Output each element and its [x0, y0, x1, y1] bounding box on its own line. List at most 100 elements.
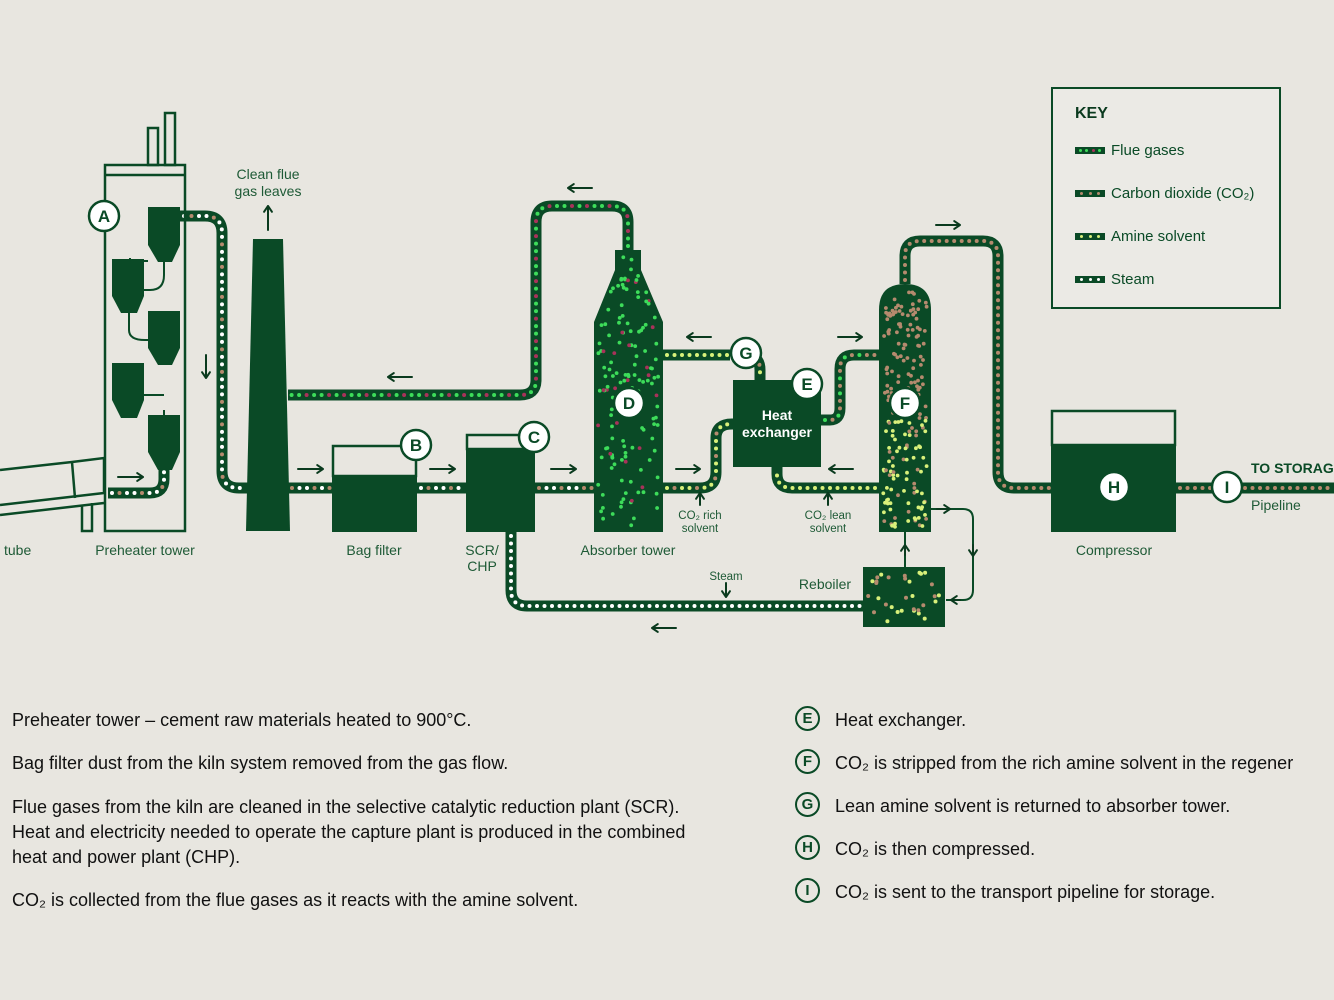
arrow-up-icon	[823, 492, 833, 506]
vessel-particle	[885, 486, 889, 490]
vessel-particle	[891, 473, 896, 477]
vessel-particle	[916, 608, 921, 613]
pipe-particle	[798, 486, 802, 490]
swatch-dot	[1096, 277, 1100, 281]
badge-circle	[888, 386, 922, 420]
badge-d-icon: D	[612, 386, 646, 420]
vessel-particle	[623, 451, 628, 455]
label-preheater: Preheater tower	[95, 542, 195, 558]
pipe-particle	[160, 485, 165, 489]
pipe-particle	[462, 393, 467, 397]
vessel-particle	[913, 310, 918, 315]
pipe-particle	[417, 393, 422, 397]
vessel-particle	[895, 473, 900, 478]
pipe-particle	[540, 206, 545, 211]
legend-item-amine: Amine solvent	[1075, 226, 1205, 246]
vessel-particle	[599, 323, 604, 327]
vessel-particle	[889, 386, 893, 391]
vessel-particle	[897, 309, 902, 313]
pipe-particle	[685, 604, 689, 608]
pipe-particle	[717, 353, 722, 357]
vessel-particle	[628, 329, 633, 334]
badge-e-icon: E	[795, 706, 820, 731]
pipe-particle	[996, 268, 1000, 273]
vessel-particle	[622, 378, 627, 383]
vessel-particle	[624, 287, 629, 292]
pipe-particle	[767, 604, 772, 608]
pipe-particle	[1185, 486, 1190, 490]
pipe-particle	[996, 343, 1000, 348]
pipe-particle	[220, 407, 224, 412]
vessel-particle	[596, 423, 600, 428]
pipe-kiln-preheater	[108, 470, 170, 499]
vessel-particle	[904, 477, 909, 482]
pipe-particle	[220, 264, 224, 269]
pipe-particle	[534, 294, 538, 299]
pipe-particle	[610, 604, 614, 608]
pipe-preheater-chimney	[180, 210, 248, 494]
pipe-particle	[617, 604, 622, 608]
pipe-particle	[320, 486, 324, 490]
vessel-particle	[643, 322, 648, 327]
pipe-particle	[535, 211, 540, 216]
vessel-particle	[923, 404, 928, 409]
badge-circle	[517, 420, 551, 454]
vessel-particle	[893, 420, 898, 424]
pipe-particle	[695, 486, 699, 490]
pipe-particle	[903, 248, 908, 253]
vessel-particle	[921, 358, 925, 362]
pipe-particle	[996, 253, 1000, 258]
badge-a-icon: A	[87, 199, 121, 233]
vessel-particle	[882, 334, 886, 338]
pipe-particle	[334, 393, 339, 397]
pipe-particle	[499, 393, 504, 397]
swatch-dot	[1078, 148, 1082, 152]
arrow-right-icon	[297, 464, 324, 474]
vessel-particle	[885, 383, 890, 388]
pipe-particle	[813, 486, 817, 490]
badge-c-icon: C	[517, 420, 551, 454]
pipe-rich-solvent	[663, 418, 738, 494]
badge-h-icon: H	[795, 835, 820, 860]
pipe-particle	[858, 486, 862, 490]
vessel-particle	[890, 429, 895, 433]
pipe-particle	[647, 604, 652, 608]
vessel-particle	[885, 498, 889, 503]
vessel-particle	[650, 436, 655, 441]
vessel-particle	[896, 493, 900, 498]
pipe-particle	[534, 376, 538, 381]
label-pipeline: Pipeline	[1251, 497, 1301, 513]
pipe-particle	[713, 476, 718, 481]
pipe-particle	[873, 486, 877, 490]
pipe-steam-track	[511, 532, 864, 606]
vessel-particle	[924, 304, 929, 309]
pipe-particle	[514, 393, 519, 397]
pipe-particle	[534, 264, 538, 269]
pipe-particle	[775, 604, 779, 608]
arrow-left-icon	[950, 595, 961, 605]
pipe-particle	[903, 270, 907, 275]
vessel-particle	[918, 327, 922, 332]
vessel-particle	[640, 485, 645, 490]
vessel-particle	[627, 343, 631, 348]
pipe-particle	[1024, 486, 1029, 490]
description-text: CO₂ is collected from the flue gases as …	[12, 890, 579, 910]
legend-item-steam: Steam	[1075, 269, 1154, 289]
vessel-particle	[616, 283, 620, 288]
vessel-particle	[916, 307, 921, 312]
vessel-particle	[898, 324, 903, 329]
badge-letter: H	[1108, 478, 1120, 497]
vessel-particle	[890, 369, 894, 374]
descriptions-left: A Preheater tower – cement raw materials…	[12, 708, 692, 913]
pipe-particle	[220, 324, 224, 329]
vessel-particle	[599, 509, 603, 514]
pipe-particle	[782, 604, 787, 608]
vessel-particle	[636, 274, 640, 278]
pipe-particle	[342, 393, 347, 397]
pipe-particle	[702, 485, 707, 490]
pipe-particle	[614, 204, 619, 209]
swatch-dot	[1080, 277, 1084, 281]
vessel-particle	[912, 486, 917, 490]
vessel-particle	[889, 487, 894, 492]
pipe-particle	[805, 486, 810, 490]
